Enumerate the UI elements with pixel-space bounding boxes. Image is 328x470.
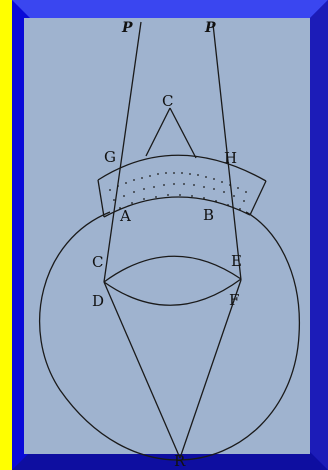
frame-bevel-bottom [12,452,328,470]
label-d: D [92,292,104,310]
label-p-left: P [121,20,133,36]
label-b: B [203,206,214,224]
left-yellow-bar [0,0,12,470]
label-c-left: C [92,253,103,271]
frame-bevel-right [310,0,328,470]
label-p-right: P [204,20,216,36]
label-f: F [229,291,239,309]
label-c-top: C [162,92,173,110]
paper-background [24,18,310,454]
frame-bevel-top [12,0,328,18]
label-r: R [174,452,186,470]
label-e: E [231,252,242,270]
label-g: G [104,148,116,166]
label-a: A [119,207,131,225]
label-h: H [224,149,237,167]
